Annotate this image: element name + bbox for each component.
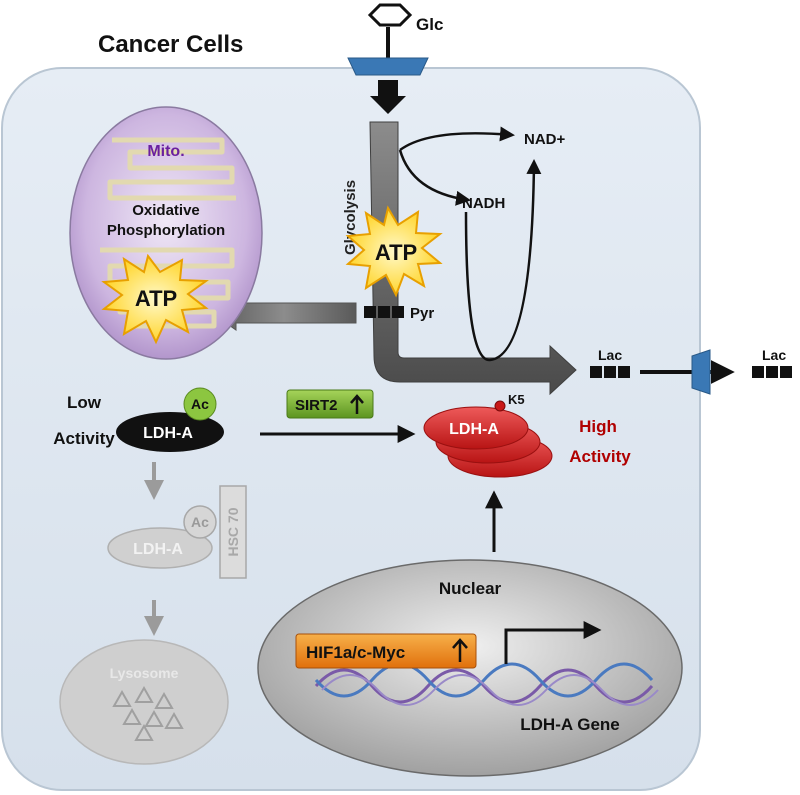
nadh-curve-arrow xyxy=(398,149,471,206)
dna-strand xyxy=(321,674,659,706)
acetyl-label: Ac xyxy=(191,396,209,412)
degraded-acetyl-label: Ac xyxy=(191,514,209,530)
glycolysis-atp-star-icon xyxy=(345,205,443,298)
lactate-block xyxy=(618,366,630,378)
ldha-degraded-label: LDH-A xyxy=(133,541,183,558)
lysosome-label: Lysosome xyxy=(110,665,179,681)
hsc70-label: HSC 70 xyxy=(225,507,241,556)
ldha-high-label: LDH-A xyxy=(449,421,499,438)
mito-label: Mito. xyxy=(147,143,184,160)
k5-site xyxy=(494,400,506,412)
mito-cristae xyxy=(100,137,236,329)
nad-plus-label: NAD+ xyxy=(524,131,565,148)
ldha-acetylated xyxy=(116,412,224,452)
nad-plus-curve xyxy=(399,126,515,152)
ldha-gene-label: LDH-A Gene xyxy=(520,715,620,734)
oxphos-label-line2: Phosphorylation xyxy=(107,222,225,239)
mito-atp-label: ATP xyxy=(135,286,177,311)
nadh-label: NADH xyxy=(462,195,505,212)
lactate-block xyxy=(590,366,602,378)
ldha-high-stack-1 xyxy=(423,406,529,450)
transcription-start-arrow xyxy=(504,621,602,664)
acetyl-group xyxy=(183,387,217,421)
mito-atp-star-icon xyxy=(101,253,209,345)
dna-strand xyxy=(314,662,654,698)
tf-label: HIF1a/c-Myc xyxy=(306,643,405,662)
high-activity-line1: High xyxy=(579,417,617,436)
low-activity-line2: Activity xyxy=(53,429,115,448)
nucleus-label: Nuclear xyxy=(439,579,502,598)
degraded-fragments-icon xyxy=(112,685,184,741)
tf-up-arrow-icon xyxy=(452,638,468,662)
glucose-hexagon-icon xyxy=(367,3,413,27)
lactate-block xyxy=(604,366,616,378)
degraded-acetyl xyxy=(183,505,217,539)
lactate-out-block xyxy=(766,366,778,378)
pyruvate-block xyxy=(392,306,404,318)
pyruvate-label: Pyr xyxy=(410,305,434,322)
nad-regeneration-curve xyxy=(464,159,542,362)
k5-label: K5 xyxy=(508,392,525,407)
glucose-import-arrow-icon xyxy=(370,80,406,114)
glucose-label: Glc xyxy=(416,15,443,34)
oxphos-label-line1: Oxidative xyxy=(132,202,200,219)
lactate-out-block xyxy=(780,366,792,378)
pyruvate-block xyxy=(378,306,390,318)
glycolysis-pathway-arrow xyxy=(369,121,577,396)
ldha-degraded xyxy=(107,527,213,569)
lactate-transporter-icon xyxy=(691,349,711,395)
sirt2-box xyxy=(286,389,374,419)
tf-box xyxy=(295,633,477,669)
sirt2-label: SIRT2 xyxy=(295,397,338,414)
low-activity-line1: Low xyxy=(67,393,102,412)
glucose-transporter-icon xyxy=(347,57,429,76)
glycolysis-atp-label: ATP xyxy=(375,240,417,265)
lactate-out-block xyxy=(752,366,764,378)
hsc70-box xyxy=(219,485,247,579)
lactate-inside-label: Lac xyxy=(598,347,622,363)
pyruvate-block xyxy=(364,306,376,318)
lactate-outside-label: Lac xyxy=(762,347,786,363)
high-activity-line2: Activity xyxy=(569,447,631,466)
cell-title: Cancer Cells xyxy=(98,31,243,58)
dna-strand xyxy=(314,668,654,704)
ldha-low-label: LDH-A xyxy=(143,425,193,442)
sirt2-up-arrow-icon xyxy=(350,394,364,414)
